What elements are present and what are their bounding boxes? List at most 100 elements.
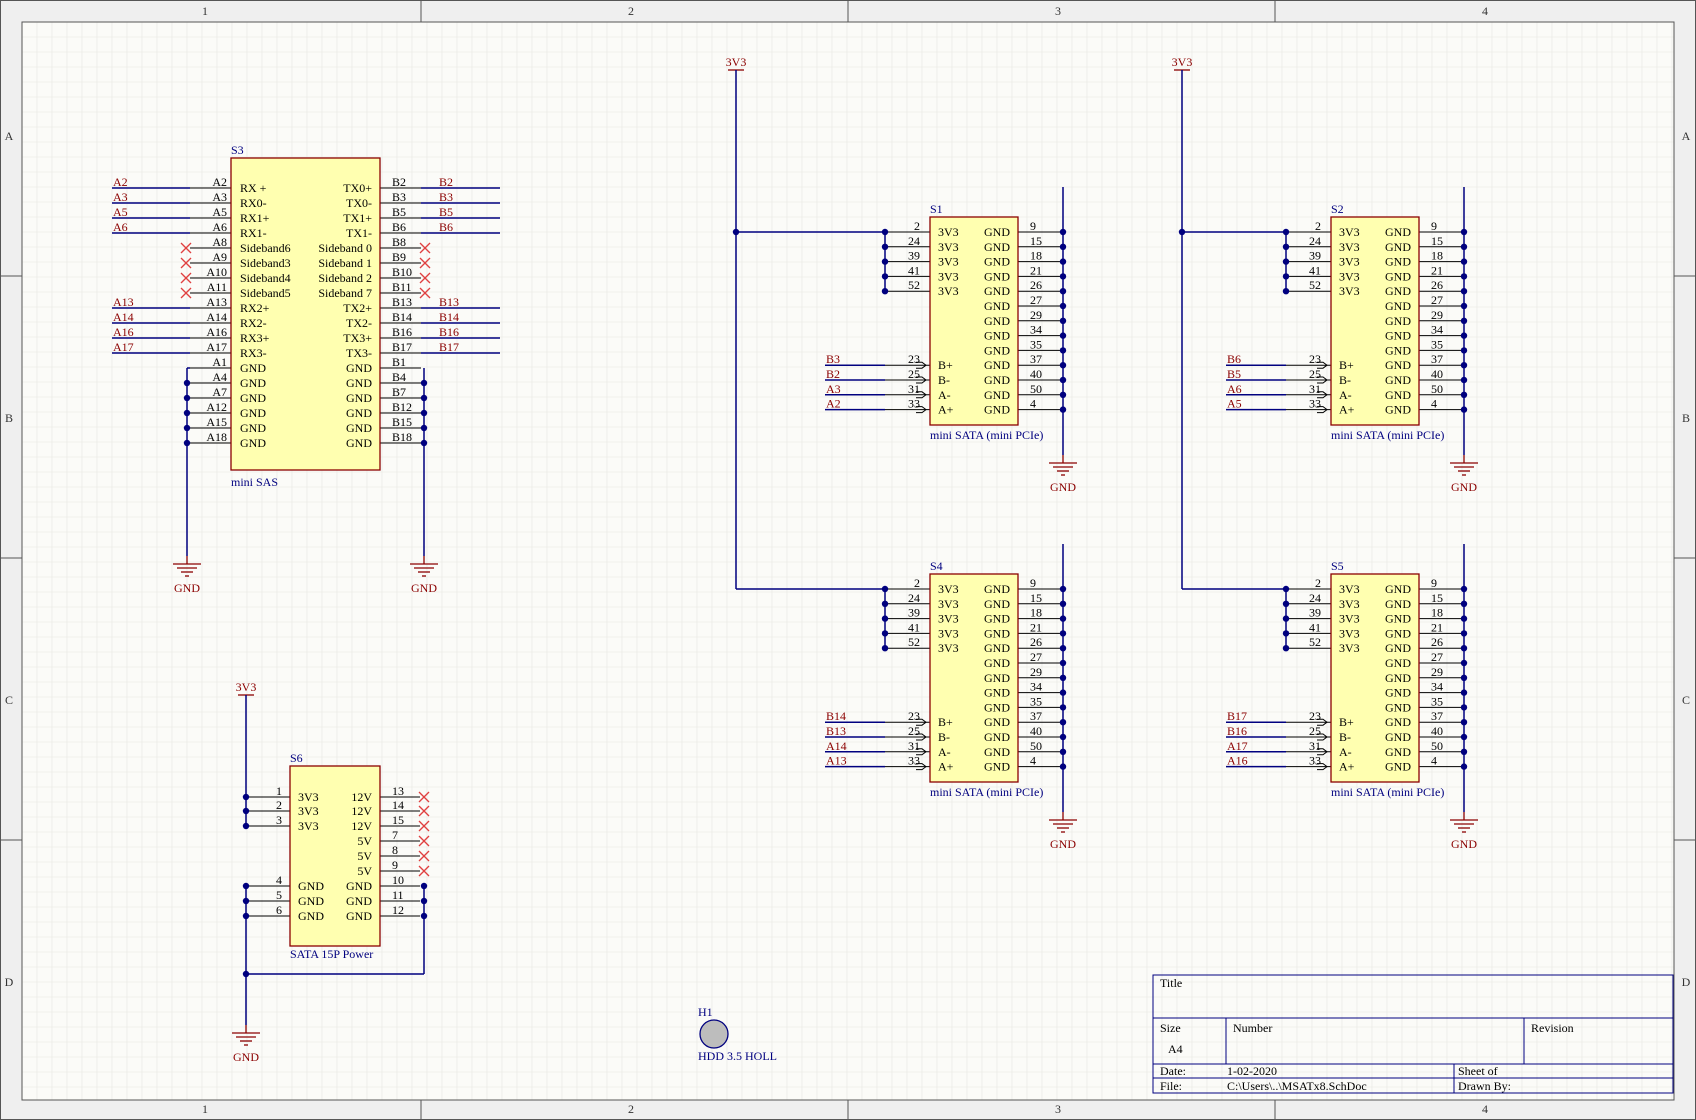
sata-comment: mini SATA (mini PCIe) (1331, 785, 1444, 799)
s3-pin-number: A18 (206, 430, 227, 444)
sata-pin-number: 37 (1030, 709, 1042, 723)
sata-pin-name: GND (1385, 329, 1411, 343)
sata-pin-name: GND (984, 255, 1010, 269)
sata-pin-number: 31 (1309, 739, 1321, 753)
s6-pin-number: 9 (392, 858, 398, 872)
s6-pin-name: GND (298, 894, 324, 908)
power-label: 3V3 (1172, 55, 1193, 69)
gnd-symbol: GND (1049, 812, 1077, 851)
s6-pin-number: 4 (276, 873, 282, 887)
power-port-3v3: 3V3 (236, 680, 257, 696)
sata-pin-number: 2 (914, 219, 920, 233)
sata-pin-number: 26 (1431, 635, 1443, 649)
s3-pin-name: TX3- (346, 346, 372, 360)
sata-pin-number: 21 (1431, 263, 1443, 277)
s6-pin-number: 1 (276, 784, 282, 798)
junction-dot (183, 409, 191, 417)
sata-pin-number: 50 (1030, 739, 1042, 753)
no-connect-stroke (418, 850, 430, 862)
s3-pin-name: GND (240, 421, 266, 435)
sata-pin-name: 3V3 (938, 240, 959, 254)
net-label: A3 (113, 190, 128, 204)
s6-pin-name: 5V (357, 864, 372, 878)
sata-body (1330, 573, 1420, 783)
sata-pin-number: 37 (1030, 352, 1042, 366)
sata-pin-number: 15 (1431, 234, 1443, 248)
sata-pin-number: 9 (1030, 219, 1036, 233)
s6-pin-number: 10 (392, 873, 404, 887)
s3-pin-number: A12 (206, 400, 227, 414)
sata-pin-number: 9 (1431, 576, 1437, 590)
net-label: B2 (826, 367, 840, 381)
no-connect-marker (418, 820, 430, 832)
sata-pin-number: 41 (908, 620, 920, 634)
s3-pin-number: A15 (206, 415, 227, 429)
row-label-right: A (1682, 129, 1691, 143)
sata-designator: S4 (930, 559, 943, 573)
s6-pin-name: GND (298, 909, 324, 923)
net-label: A6 (113, 220, 128, 234)
s3-pin-number: B4 (392, 370, 406, 384)
power-port-3v3: 3V3 (1172, 55, 1193, 71)
s6-pin-name: GND (346, 879, 372, 893)
wires: A2A3A5A6A13A14A16A17B2B3B5B6B13B14B16B17… (112, 55, 1478, 1064)
port-arrow (1317, 376, 1328, 384)
s3-pin-number: A13 (206, 295, 227, 309)
sata-pin-number: 25 (908, 367, 920, 381)
sata-comment: mini SATA (mini PCIe) (930, 428, 1043, 442)
net-label: A5 (113, 205, 128, 219)
sata-pin-name: 3V3 (938, 612, 959, 626)
s6-pin-name: GND (298, 879, 324, 893)
s3-pin-name: TX2- (346, 316, 372, 330)
sata-pin-number: 23 (908, 352, 920, 366)
no-connect-stroke (419, 272, 431, 284)
sata-pin-number: 18 (1431, 606, 1443, 620)
sata-pin-name: A+ (938, 403, 954, 417)
sata-pin-number: 15 (1030, 591, 1042, 605)
sata-pin-number: 27 (1030, 650, 1042, 664)
sata-pin-number: 23 (1309, 352, 1321, 366)
sata-pin-name: GND (1385, 626, 1411, 640)
sata-pin-number: 40 (1030, 724, 1042, 738)
gnd-symbol: GND (1450, 812, 1478, 851)
net-label: A17 (1227, 739, 1248, 753)
net-label: A6 (1227, 382, 1242, 396)
sata-pin-name: GND (984, 745, 1010, 759)
s3-pin-name: GND (240, 436, 266, 450)
sata-pin-number: 33 (1309, 397, 1321, 411)
junction-dot (881, 585, 889, 593)
port-arrow (916, 748, 927, 756)
sata-pin-name: GND (1385, 358, 1411, 372)
sata-pin-name: A+ (1339, 403, 1355, 417)
sata-pin-number: 24 (908, 234, 920, 248)
s6-body (289, 765, 381, 947)
junction-dot (420, 379, 428, 387)
power-label: 3V3 (236, 680, 257, 694)
net-label: A14 (826, 739, 847, 753)
sata-pin-number: 40 (1030, 367, 1042, 381)
junction-dot (1282, 585, 1290, 593)
row-label-left: D (5, 975, 14, 989)
sata-pin-name: 3V3 (938, 626, 959, 640)
port-arrow (1317, 391, 1328, 399)
sata-pin-name: GND (984, 403, 1010, 417)
sata-comment: mini SATA (mini PCIe) (930, 785, 1043, 799)
junction-dot (183, 394, 191, 402)
sata-pin-name: 3V3 (1339, 255, 1360, 269)
row-label-left: B (5, 411, 13, 425)
s3-pin-number: B16 (392, 325, 412, 339)
sata-pin-name: A- (1339, 745, 1352, 759)
sata-pin-number: 52 (1309, 278, 1321, 292)
no-connect-marker (180, 287, 192, 299)
sata-pin-number: 15 (1431, 591, 1443, 605)
no-connect-stroke (419, 242, 431, 254)
sata-pin-number: 35 (1431, 694, 1443, 708)
s6-pin-name: 5V (357, 849, 372, 863)
sata-pin-name: A- (938, 388, 951, 402)
s3-pin-name: TX3+ (343, 331, 372, 345)
row-label-right: D (1682, 975, 1691, 989)
size-label: Size (1160, 1021, 1181, 1035)
no-connect-marker (418, 865, 430, 877)
s3-pin-number: A7 (212, 385, 227, 399)
